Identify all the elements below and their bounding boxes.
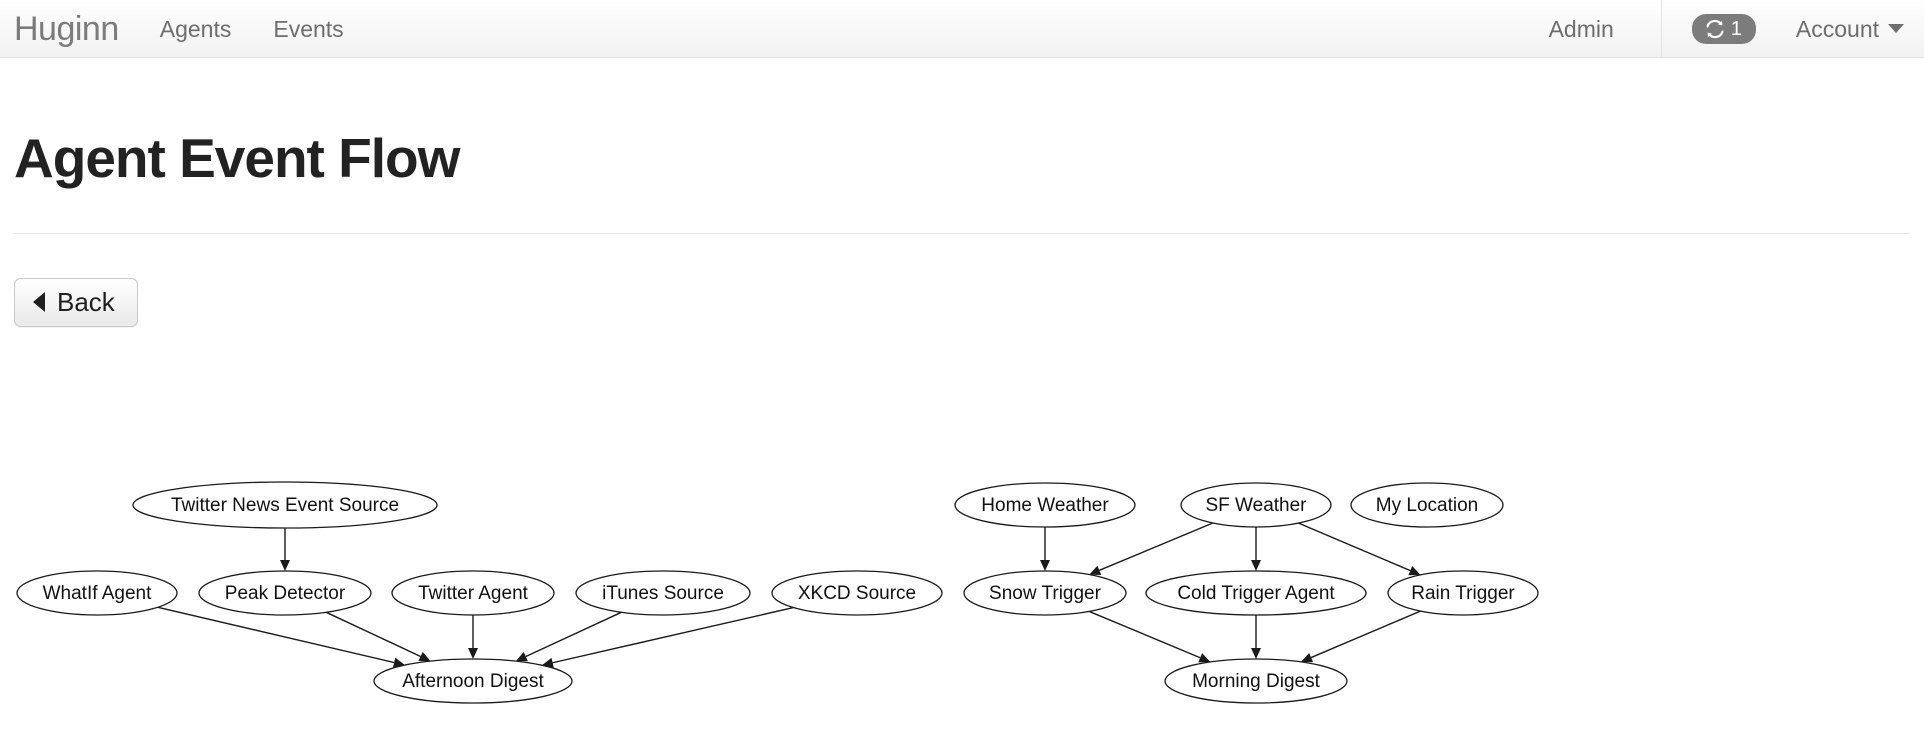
node-ellipse xyxy=(16,570,178,616)
node-label: Cold Trigger Agent xyxy=(1177,583,1335,604)
graph-node-afternoon-digest[interactable]: Afternoon Digest xyxy=(373,658,573,704)
graph-node-rain-trigger[interactable]: Rain Trigger xyxy=(1387,570,1539,616)
node-label: Snow Trigger xyxy=(989,583,1102,604)
worker-status-badge[interactable]: 1 xyxy=(1691,13,1756,44)
graph-edge-arrowhead xyxy=(1300,652,1314,663)
node-label: Twitter Agent xyxy=(418,583,529,604)
graph-node-twitter-news-event-source[interactable]: Twitter News Event Source xyxy=(132,481,438,529)
graph-node-morning-digest[interactable]: Morning Digest xyxy=(1164,658,1348,704)
node-label: Afternoon Digest xyxy=(402,671,544,692)
title-divider xyxy=(14,232,1910,234)
nav-link-admin[interactable]: Admin xyxy=(1548,15,1614,42)
nav-divider xyxy=(1660,0,1662,58)
node-ellipse xyxy=(963,570,1127,616)
node-label: Home Weather xyxy=(981,495,1109,516)
back-button-label: Back xyxy=(57,286,115,317)
graph-edge-arrowhead xyxy=(1408,565,1421,576)
graph-edge xyxy=(1099,522,1214,571)
graph-edge-arrowhead xyxy=(1040,560,1050,571)
graph-edge-arrowhead xyxy=(418,651,431,662)
chevron-down-icon xyxy=(1888,24,1904,33)
graph-node-itunes-source[interactable]: iTunes Source xyxy=(575,570,751,616)
node-ellipse xyxy=(771,570,943,616)
graph-edge xyxy=(1298,522,1411,572)
graph-node-snow-trigger[interactable]: Snow Trigger xyxy=(963,570,1127,616)
node-label: WhatIf Agent xyxy=(43,583,153,604)
graph-edge xyxy=(1310,610,1421,659)
graph-edge-arrowhead xyxy=(1089,565,1102,575)
node-ellipse xyxy=(1350,482,1504,528)
back-button[interactable]: Back xyxy=(14,277,138,328)
brand-logo-huginn[interactable]: Huginn xyxy=(14,9,119,48)
node-ellipse xyxy=(132,481,438,529)
graph-edge-arrowhead xyxy=(1251,560,1261,571)
graph-edge xyxy=(1088,610,1201,659)
node-ellipse xyxy=(198,570,372,616)
graph-node-my-location[interactable]: My Location xyxy=(1350,482,1504,528)
graph-edge-arrowhead xyxy=(541,657,554,668)
node-ellipse xyxy=(575,570,751,616)
node-ellipse xyxy=(1164,658,1348,704)
nav-link-events[interactable]: Events xyxy=(273,15,344,42)
node-label: XKCD Source xyxy=(798,583,916,604)
edge-layer xyxy=(157,522,1421,668)
node-label: SF Weather xyxy=(1205,495,1307,516)
graph-edge xyxy=(525,611,622,658)
account-menu[interactable]: Account xyxy=(1782,0,1924,58)
node-ellipse xyxy=(1180,482,1332,528)
graph-node-sf-weather[interactable]: SF Weather xyxy=(1180,482,1332,528)
graph-node-whatif-agent[interactable]: WhatIf Agent xyxy=(16,570,178,616)
page-container: Agent Event Flow Back Twitter News Event… xyxy=(0,127,1924,704)
graph-node-xkcd-source[interactable]: XKCD Source xyxy=(771,570,943,616)
graph-edge xyxy=(552,606,794,664)
page-title: Agent Event Flow xyxy=(14,127,460,189)
node-ellipse xyxy=(954,482,1136,528)
graph-node-twitter-agent[interactable]: Twitter Agent xyxy=(391,570,555,616)
graph-edge-arrowhead xyxy=(392,657,405,668)
node-label: My Location xyxy=(1376,495,1478,516)
chevron-left-icon xyxy=(33,292,45,313)
graph-edge xyxy=(157,606,395,664)
worker-status-count: 1 xyxy=(1730,17,1742,40)
node-label: Twitter News Event Source xyxy=(171,495,399,516)
worker-status-wrapper[interactable]: 1 xyxy=(1666,0,1782,57)
graph-edge-arrowhead xyxy=(515,652,528,662)
graph-node-home-weather[interactable]: Home Weather xyxy=(954,482,1136,528)
graph-edge-arrowhead xyxy=(280,560,290,571)
node-ellipse xyxy=(1387,570,1539,616)
node-ellipse xyxy=(391,570,555,616)
top-navbar: Huginn Agents Events Admin 1 Account xyxy=(0,0,1924,58)
node-ellipse xyxy=(373,658,573,704)
graph-edge-arrowhead xyxy=(1251,648,1261,659)
secondary-nav: Admin 1 Account xyxy=(1528,0,1924,58)
node-label: Morning Digest xyxy=(1192,671,1320,692)
refresh-sync-icon xyxy=(1704,18,1726,40)
primary-nav: Agents Events xyxy=(139,0,365,57)
graph-edge xyxy=(325,611,421,658)
node-label: Peak Detector xyxy=(225,583,346,604)
graph-node-peak-detector[interactable]: Peak Detector xyxy=(198,570,372,616)
node-label: Rain Trigger xyxy=(1411,583,1515,604)
graph-edge-arrowhead xyxy=(468,648,478,659)
graph-edge-arrowhead xyxy=(1198,653,1211,663)
graph-node-cold-trigger-agent[interactable]: Cold Trigger Agent xyxy=(1145,570,1367,616)
node-label: iTunes Source xyxy=(602,583,724,604)
nav-link-agents[interactable]: Agents xyxy=(159,15,232,42)
account-menu-label: Account xyxy=(1795,15,1879,42)
node-ellipse xyxy=(1145,570,1367,616)
